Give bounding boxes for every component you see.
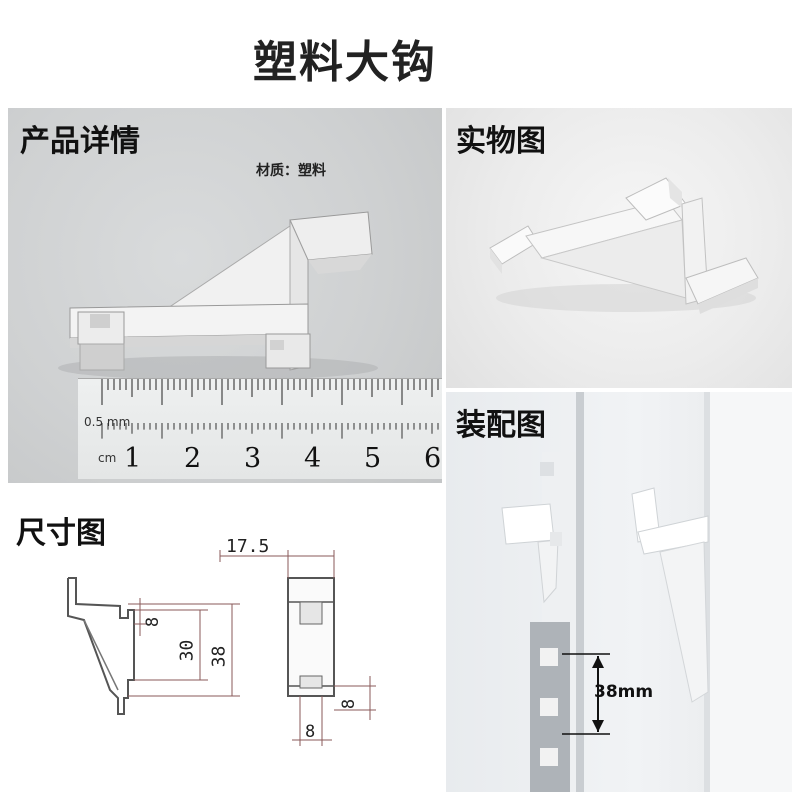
- ruler-number-6: 6: [424, 443, 442, 474]
- physical-photo-label: 实物图: [456, 124, 546, 159]
- ruler: 0.5 mm cm 1 2 3 4 5 6: [78, 378, 442, 479]
- ruler-number-2: 2: [184, 443, 202, 474]
- hook-photo: [58, 211, 378, 380]
- ruler-ticks: [101, 379, 439, 439]
- ruler-number-3: 3: [244, 443, 262, 474]
- ruler-number-5: 5: [364, 443, 382, 474]
- hook-3d-photo: [489, 177, 759, 314]
- ruler-number-4: 4: [304, 443, 322, 474]
- assembly-label: 装配图: [456, 408, 546, 443]
- dim-total-label: 38: [208, 645, 230, 668]
- material-label: 材质：塑料: [256, 163, 326, 179]
- assembly-panel: 装配图 38mm: [446, 392, 792, 792]
- ruler-number-1: 1: [124, 443, 142, 474]
- assembly-measure-label: 38mm: [594, 682, 654, 702]
- dimensions-label: 尺寸图: [16, 516, 106, 551]
- product-detail-label: 产品详情: [20, 124, 140, 159]
- ruler-unit-cm: cm: [98, 451, 117, 465]
- ruler-unit-mm: 0.5 mm: [84, 415, 131, 429]
- dim-bottom-label: 8: [305, 722, 316, 742]
- assembly-photo: [501, 392, 792, 792]
- product-detail-panel: 产品详情 材质：塑料 0.5 mm cm 1 2 3 4 5 6: [8, 108, 442, 483]
- dim-mid-label: 30: [176, 639, 198, 662]
- physical-photo-panel: 实物图: [446, 108, 792, 388]
- dim-left-small-label: 8: [143, 616, 164, 628]
- technical-drawing: [67, 550, 376, 746]
- dim-right-small-label: 8: [339, 698, 360, 710]
- dim-width-label: 17.5: [226, 536, 270, 557]
- page-title: 塑料大钩: [253, 37, 437, 88]
